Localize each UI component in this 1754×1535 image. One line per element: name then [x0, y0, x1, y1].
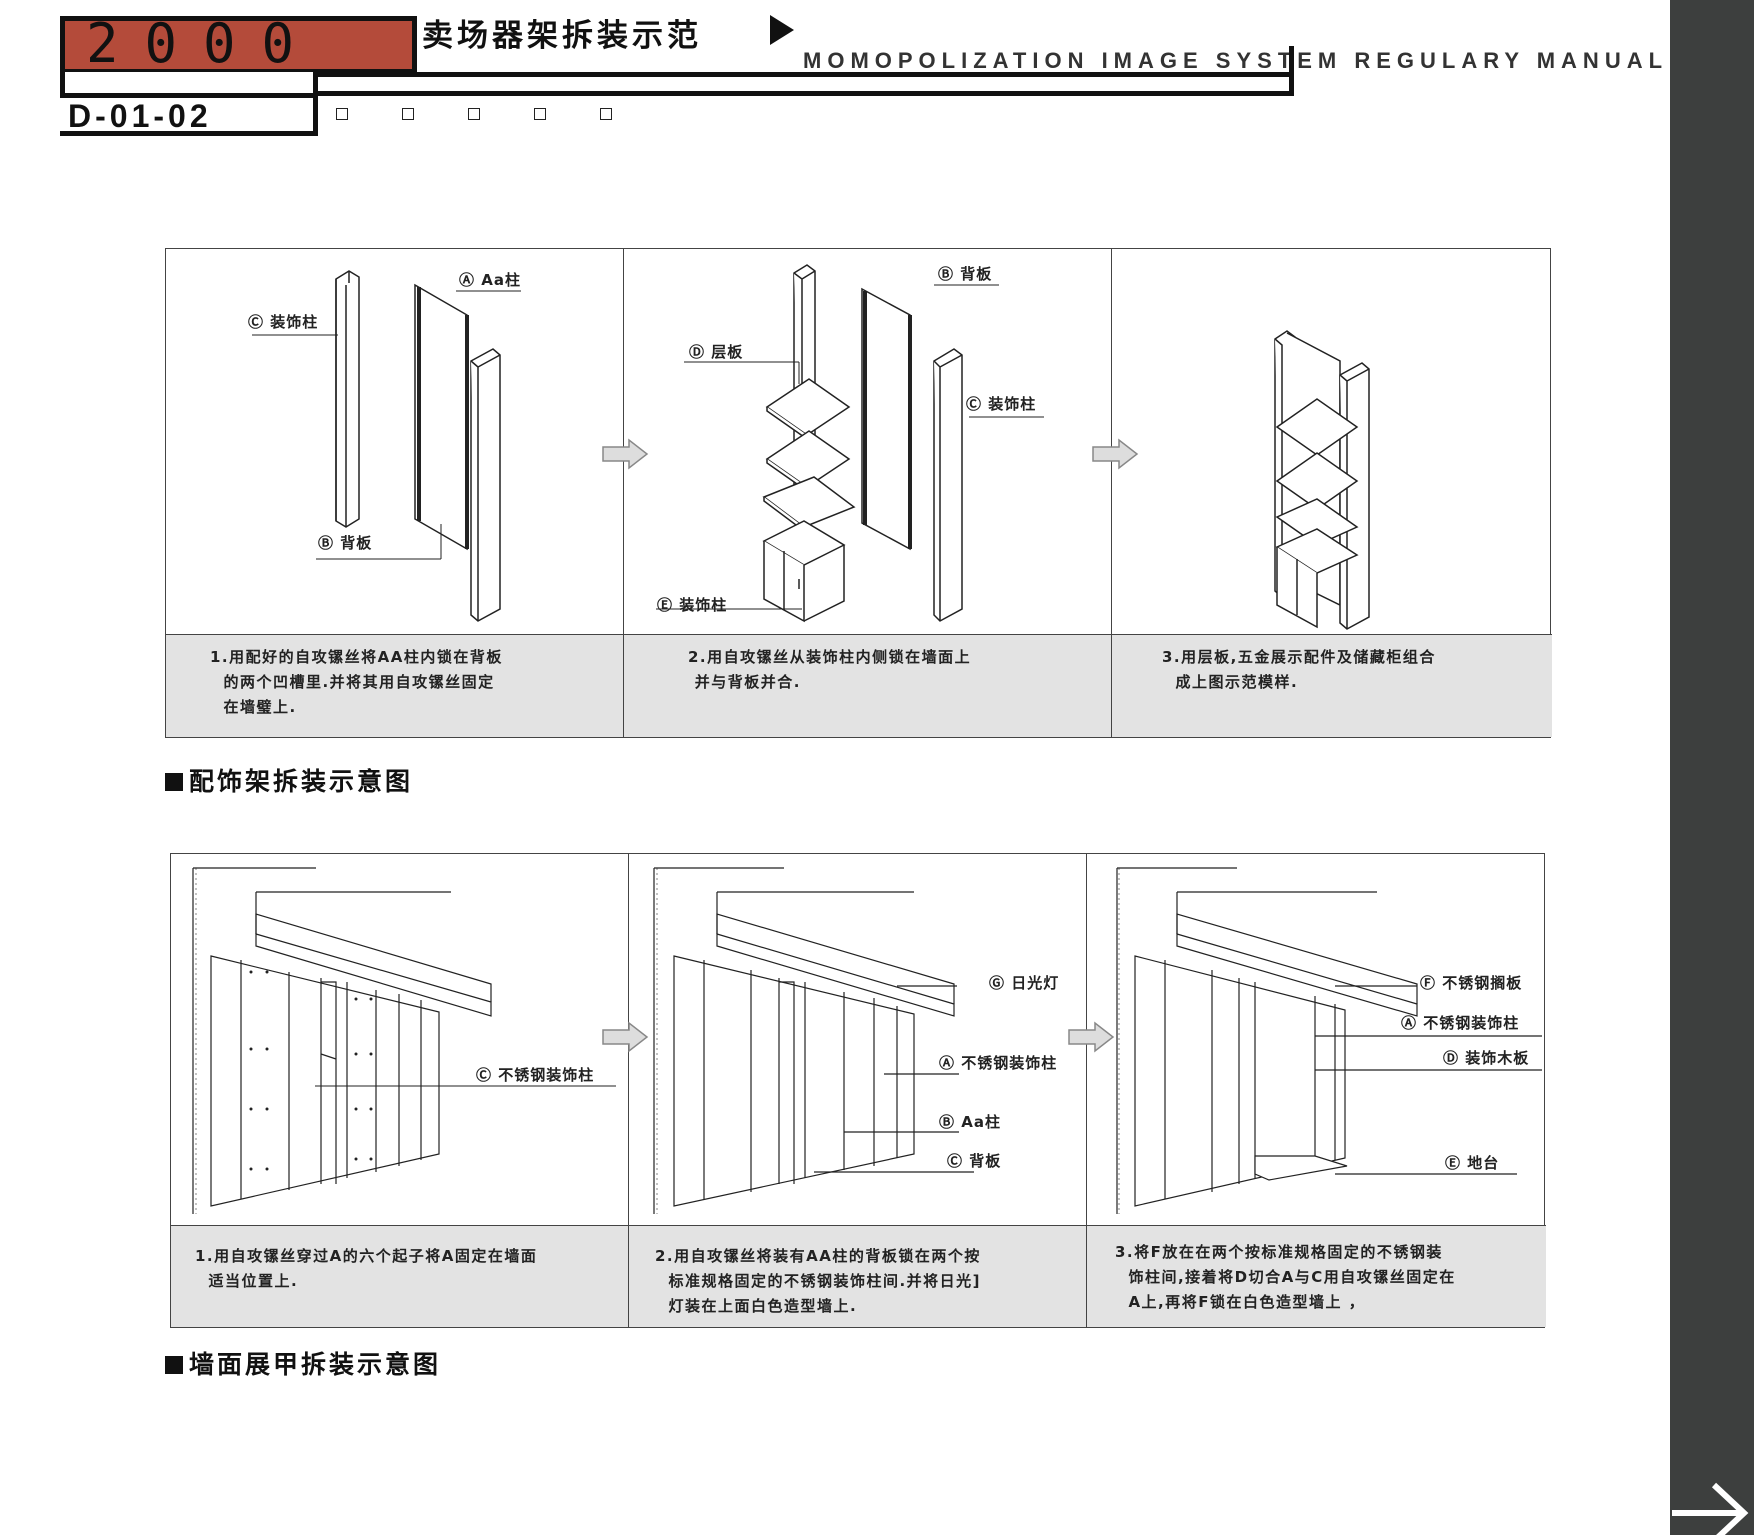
- label-wood-panel: Ⓓ 装饰木板: [1443, 1049, 1530, 1067]
- label-shelf: Ⓓ 层板: [689, 343, 744, 361]
- code-box: [60, 16, 417, 74]
- step-arrow-icon-3: [602, 1021, 649, 1053]
- header-rule-left: [313, 72, 318, 136]
- header-rule-top: [318, 72, 1294, 77]
- manual-code: 2000: [86, 12, 321, 75]
- rack-step-1-drawing: [252, 270, 521, 622]
- wall-step-3-caption: 3.将F放在在两个按标准规格固定的不锈钢装 饰柱间,接着将D切合A与C用自攻镙丝…: [1087, 1225, 1546, 1327]
- wall-step-1-caption: 1.用自攻镙丝穿过A的六个起子将A固定在墙面 适当位置上.: [171, 1225, 628, 1327]
- checkbox-row: [336, 108, 612, 120]
- wall-step-2-caption: 2.用自攻镙丝将装有AA柱的背板锁在两个按 标准规格固定的不锈钢装饰柱间.并将日…: [629, 1225, 1086, 1327]
- section-title-wall-display-text: 墙面展甲拆装示意图: [189, 1350, 442, 1379]
- label-steel-column: Ⓒ 不锈钢装饰柱: [476, 1066, 595, 1084]
- label-back-panel-2: Ⓑ 背板: [938, 265, 993, 283]
- step-arrow-icon-1: [602, 438, 649, 470]
- checkbox-1[interactable]: [336, 108, 348, 120]
- wall-step-1-text: 1.用自攻镙丝穿过A的六个起子将A固定在墙面 适当位置上.: [195, 1247, 538, 1290]
- bullet-square-icon-2: [165, 1356, 183, 1374]
- label-aa-column-2: Ⓑ Aa柱: [939, 1113, 1001, 1131]
- checkbox-5[interactable]: [600, 108, 612, 120]
- wall-step-3: Ⓕ 不锈钢搁板 Ⓐ 不锈钢装饰柱 Ⓓ 装饰木板 Ⓔ 地台 3.将F放在在两个按标…: [1087, 854, 1546, 1327]
- label-back-panel: Ⓑ 背板: [318, 534, 373, 552]
- title-arrow-icon: [770, 15, 794, 45]
- step-arrow-icon-4: [1068, 1021, 1115, 1053]
- rack-step-3-caption: 3.用层板,五金展示配件及储藏柜组合 成上图示范模样.: [1112, 634, 1552, 737]
- wall-step-2-text: 2.用自攻镙丝将装有AA柱的背板锁在两个按 标准规格固定的不锈钢装饰柱间.并将日…: [655, 1247, 981, 1315]
- rack-step-2-text: 2.用自攻镙丝从装饰柱内侧锁在墙面上 并与背板并合.: [688, 648, 972, 691]
- wall-step-3-text: 3.将F放在在两个按标准规格固定的不锈钢装 饰柱间,接着将D切合A与C用自攻镙丝…: [1115, 1243, 1456, 1311]
- wall-step-1-drawing: [192, 867, 616, 1214]
- checkbox-4[interactable]: [534, 108, 546, 120]
- wall-step-2: Ⓖ 日光灯 Ⓐ 不锈钢装饰柱 Ⓑ Aa柱 Ⓒ 背板 2.用自攻镙丝将装有AA柱的…: [629, 854, 1087, 1327]
- header-rule-bottom: [318, 91, 1294, 96]
- page-subtitle: MOMOPOLIZATION IMAGE SYSTEM REGULARY MAN…: [803, 48, 1669, 73]
- page-title: 卖场器架拆装示范: [422, 18, 702, 54]
- label-aa-column: Ⓐ Aa柱: [459, 271, 521, 289]
- rack-step-2-caption: 2.用自攻镙丝从装饰柱内侧锁在墙面上 并与背板并合.: [624, 634, 1111, 737]
- checkbox-3[interactable]: [468, 108, 480, 120]
- label-steel-shelf: Ⓕ 不锈钢搁板: [1420, 974, 1523, 992]
- label-floor-platform: Ⓔ 地台: [1445, 1154, 1500, 1172]
- label-decor-column-2: Ⓒ 装饰柱: [966, 395, 1037, 413]
- section-title-accessory-rack: 配饰架拆装示意图: [165, 762, 413, 798]
- step-arrow-icon-2: [1092, 438, 1139, 470]
- label-steel-column-3: Ⓐ 不锈钢装饰柱: [1401, 1014, 1520, 1032]
- label-back-panel-3: Ⓒ 背板: [947, 1152, 1002, 1170]
- rack-step-3: 3.用层板,五金展示配件及储藏柜组合 成上图示范模样.: [1112, 249, 1552, 737]
- right-sidebar: [1670, 0, 1754, 1535]
- section-title-accessory-rack-text: 配饰架拆装示意图: [189, 767, 414, 796]
- rack-step-2-drawing: [656, 264, 1044, 623]
- rack-step-2: Ⓑ 背板 Ⓓ 层板 Ⓒ 装饰柱 Ⓔ 装饰柱 2.用自攻镙丝从装饰柱内侧锁在墙面上…: [624, 249, 1112, 737]
- label-fluorescent-lamp: Ⓖ 日光灯: [989, 974, 1060, 992]
- header-rule-right: [1289, 46, 1294, 96]
- accessory-rack-panel: Ⓐ Aa柱 Ⓒ 装饰柱 Ⓑ 背板 1.用配好的自攻镙丝将AA柱内锁在背板 的两个…: [165, 248, 1552, 738]
- wall-step-2-drawing: [653, 867, 974, 1214]
- wall-display-panel: Ⓒ 不锈钢装饰柱 1.用自攻镙丝穿过A的六个起子将A固定在墙面 适当位置上.: [170, 853, 1546, 1328]
- wall-step-1: Ⓒ 不锈钢装饰柱 1.用自攻镙丝穿过A的六个起子将A固定在墙面 适当位置上.: [171, 854, 629, 1327]
- bullet-square-icon: [165, 773, 183, 791]
- header-strip: [60, 72, 318, 98]
- section-title-wall-display: 墙面展甲拆装示意图: [165, 1345, 441, 1381]
- rack-step-1-caption: 1.用配好的自攻镙丝将AA柱内锁在背板 的两个凹槽里.并将其用自攻镙丝固定 在墙…: [166, 634, 623, 737]
- label-steel-column-2: Ⓐ 不锈钢装饰柱: [939, 1054, 1058, 1072]
- wall-step-3-drawing: [1116, 867, 1542, 1214]
- next-page-arrow-icon[interactable]: [1672, 1455, 1752, 1535]
- rack-step-1-text: 1.用配好的自攻镙丝将AA柱内锁在背板 的两个凹槽里.并将其用自攻镙丝固定 在墙…: [210, 648, 503, 716]
- label-decor-column: Ⓒ 装饰柱: [248, 313, 319, 331]
- rack-step-1: Ⓐ Aa柱 Ⓒ 装饰柱 Ⓑ 背板 1.用配好的自攻镙丝将AA柱内锁在背板 的两个…: [166, 249, 624, 737]
- checkbox-2[interactable]: [402, 108, 414, 120]
- rack-step-3-drawing: [1274, 330, 1370, 630]
- page-id: D-01-02: [68, 98, 212, 134]
- rack-step-3-text: 3.用层板,五金展示配件及储藏柜组合 成上图示范模样.: [1162, 648, 1436, 691]
- label-decor-column-3: Ⓔ 装饰柱: [657, 596, 728, 614]
